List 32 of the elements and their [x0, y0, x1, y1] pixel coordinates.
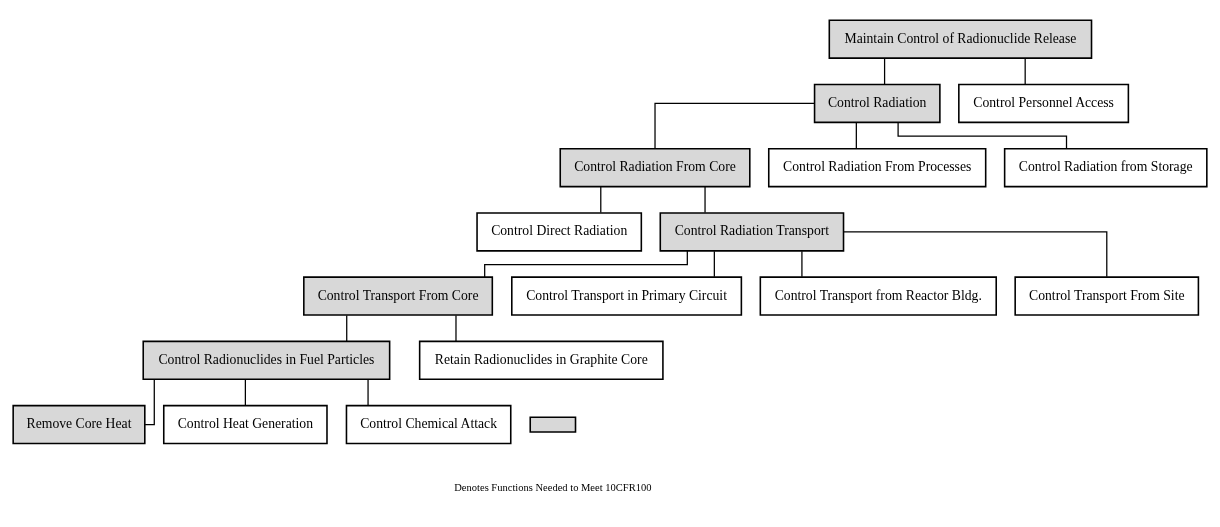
node-box: Control Transport From Core [303, 275, 494, 316]
node-box: Control Personnel Access [958, 83, 1130, 123]
node-box: Control Radiation from Storage [1003, 147, 1208, 187]
connector [713, 250, 715, 277]
node-box: Control Direct Radiation [476, 211, 643, 252]
connector [346, 314, 348, 342]
node-box: Control Transport from Reactor Bldg. [759, 275, 997, 316]
node-box: Maintain Control of Radionuclide Release [828, 18, 1093, 59]
connector [367, 378, 369, 406]
connector [244, 378, 246, 406]
node-box: Remove Core Heat [12, 404, 146, 444]
connector [704, 185, 706, 213]
legend-label: Denotes Functions Needed to Meet 10CFR100 [454, 481, 652, 493]
connector [801, 250, 803, 277]
connector [455, 314, 457, 342]
node-box: Control Transport in Primary Circuit [511, 275, 743, 316]
connector [855, 121, 857, 149]
connector [600, 185, 602, 213]
connector [144, 378, 155, 425]
node-box: Control Radiation [813, 83, 941, 123]
connector [1024, 57, 1026, 85]
node-box: Control Radiation From Processes [767, 147, 987, 187]
node-box: Control Radionuclides in Fuel Particles [142, 340, 391, 380]
node-box: Control Radiation Transport [659, 211, 845, 252]
node-box: Control Transport From Site [1014, 275, 1200, 316]
connector [843, 230, 1108, 277]
connector [883, 57, 886, 85]
node-box: Control Chemical Attack [345, 404, 512, 444]
node-box: Control Radiation From Core [559, 147, 751, 187]
node-box: Control Heat Generation [162, 404, 328, 444]
node-box: Retain Radionuclides in Graphite Core [418, 340, 664, 380]
connector [654, 102, 816, 149]
